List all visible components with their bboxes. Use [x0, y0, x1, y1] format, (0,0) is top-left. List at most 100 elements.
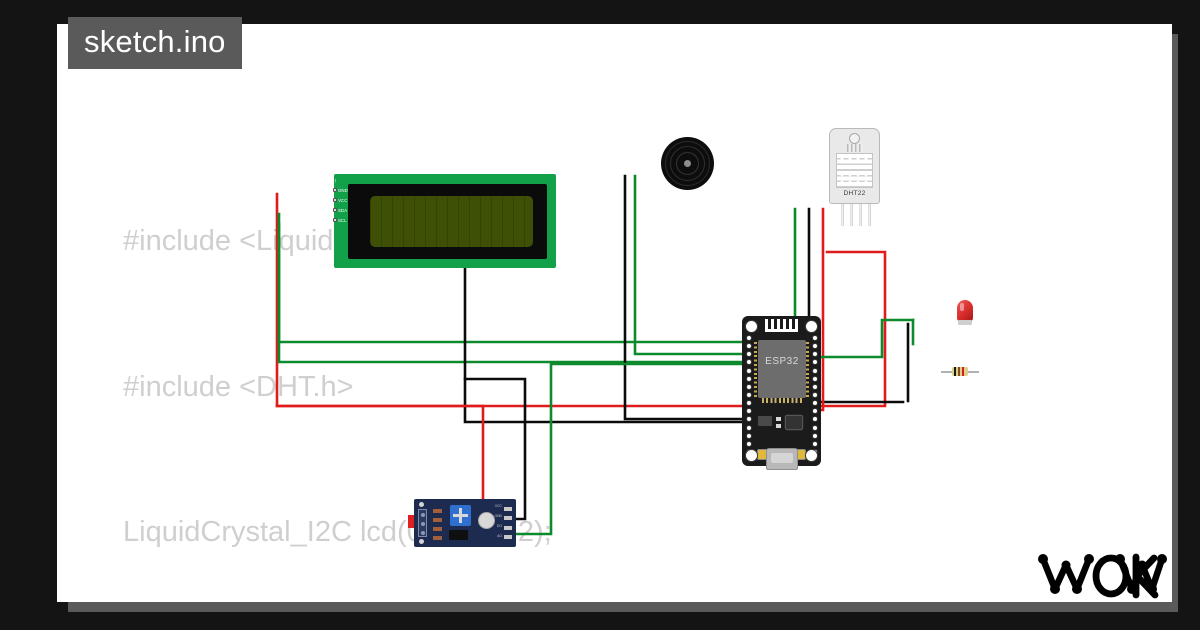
esp32-pin[interactable] — [811, 335, 818, 341]
esp32-pin[interactable] — [811, 343, 818, 350]
sound-sensor-microphone — [478, 512, 495, 529]
code-line: LiquidCrystal_I2C lcd(0x27,16,2); — [123, 516, 552, 548]
sound-sensor-header-pin — [421, 513, 425, 517]
sound-sensor-pin-label: VCC — [494, 504, 502, 508]
file-tab-sketch-ino[interactable]: sketch.ino — [68, 17, 242, 69]
esp32-pin[interactable] — [745, 424, 752, 431]
component-esp32-devkit[interactable]: ESP32 — [742, 316, 821, 470]
sound-sensor-resistor — [433, 527, 442, 531]
wire-buzzer-gnd — [623, 174, 749, 421]
lcd-pin-label: SCL — [338, 217, 347, 223]
esp32-pin[interactable] — [811, 400, 818, 407]
esp32-pin[interactable] — [745, 375, 752, 382]
esp32-pin[interactable] — [811, 383, 818, 390]
sound-sensor-resistor — [433, 536, 442, 540]
esp32-pin[interactable] — [811, 432, 818, 439]
esp32-pin[interactable] — [745, 351, 752, 358]
esp32-pin[interactable] — [745, 343, 752, 350]
sound-sensor-resistor — [433, 509, 442, 513]
esp32-smd-component — [776, 417, 781, 421]
resistor-lead — [967, 371, 979, 373]
sound-sensor-pad[interactable] — [504, 525, 512, 530]
buzzer-ring — [676, 152, 699, 175]
sound-sensor-mount-hole — [419, 539, 424, 544]
buzzer-ring — [665, 141, 710, 186]
sound-sensor-pad[interactable] — [504, 507, 512, 511]
wire-buzzer-signal — [633, 174, 749, 356]
esp32-chip-label: ESP32 — [765, 356, 799, 367]
sound-sensor-trimmer-potentiometer[interactable] — [450, 505, 471, 526]
component-led-red[interactable] — [957, 300, 973, 326]
code-editor-text: #include <LiquidCrystal_I2C.h> #include … — [123, 120, 763, 602]
esp32-pin[interactable] — [745, 335, 752, 341]
lcd-screen — [370, 196, 533, 247]
lcd-bezel — [348, 184, 547, 259]
led-bulb — [957, 300, 973, 322]
buzzer-sound-hole — [684, 160, 691, 167]
lcd-pin-label: VCC — [338, 197, 348, 203]
esp32-pin[interactable] — [811, 391, 818, 398]
lcd-pin-header: ! GND VCC SDA SCL — [333, 179, 348, 225]
lcd-pin-dot — [333, 208, 337, 212]
esp32-pin-header-right[interactable] — [810, 334, 819, 456]
sound-sensor-pad[interactable] — [504, 534, 512, 539]
esp32-pin[interactable] — [811, 359, 818, 366]
lcd-pin-dot — [333, 198, 337, 202]
esp32-pin[interactable] — [745, 408, 752, 415]
lcd-pin-marker: ! — [335, 179, 337, 185]
esp32-pin[interactable] — [811, 408, 818, 415]
esp32-pin[interactable] — [811, 416, 818, 423]
esp32-pin[interactable] — [811, 424, 818, 431]
lcd-pin-scl: SCL — [333, 215, 347, 225]
sound-sensor-pin-label: GND — [494, 514, 502, 518]
led-highlight — [960, 303, 964, 311]
sound-sensor-indicator-led — [408, 515, 414, 528]
esp32-pin[interactable] — [745, 416, 752, 423]
esp32-pin-header-left[interactable] — [744, 334, 753, 456]
dht22-grille-holes — [837, 154, 872, 187]
component-resistor[interactable] — [941, 367, 979, 376]
component-dht22[interactable]: DHT22 — [829, 128, 880, 226]
component-buzzer[interactable] — [661, 137, 714, 190]
dht22-grille — [836, 153, 873, 188]
code-line: #include <DHT.h> — [123, 370, 354, 403]
esp32-pin[interactable] — [811, 440, 818, 447]
esp32-pin[interactable] — [811, 367, 818, 374]
esp32-shield-pads — [762, 398, 802, 403]
sound-sensor-resistor — [433, 518, 442, 522]
esp32-pin[interactable] — [745, 383, 752, 390]
sound-sensor-comparator-ic — [449, 530, 468, 540]
esp32-mount-hole — [805, 449, 818, 462]
lcd-pin-vcc: VCC — [333, 195, 348, 205]
esp32-mount-hole — [805, 320, 818, 333]
component-sound-sensor[interactable]: VCC GND DO AO — [408, 499, 516, 547]
lcd-pin-label: GND — [338, 187, 348, 193]
sound-sensor-pin-pads[interactable] — [504, 507, 512, 539]
lcd-pin-gnd: GND — [333, 185, 348, 195]
component-lcd1602[interactable]: ! GND VCC SDA SCL — [333, 174, 556, 268]
wire-lcd-scl — [277, 222, 759, 364]
esp32-pin[interactable] — [745, 359, 752, 366]
esp32-pin[interactable] — [745, 400, 752, 407]
sound-sensor-pad[interactable] — [504, 516, 512, 521]
dht22-label: DHT22 — [843, 190, 866, 197]
esp32-pin[interactable] — [745, 432, 752, 439]
esp32-mount-hole — [745, 320, 758, 333]
dht22-vent-slots — [846, 144, 863, 152]
esp32-pin[interactable] — [811, 351, 818, 358]
esp32-voltage-regulator — [758, 416, 772, 426]
esp32-pcb-antenna — [765, 319, 798, 332]
esp32-pin[interactable] — [745, 440, 752, 447]
esp32-usb-uart-chip — [786, 416, 802, 429]
lcd-pin-dot — [333, 188, 337, 192]
wokwi-logo — [1035, 543, 1172, 602]
esp32-pin[interactable] — [745, 367, 752, 374]
wokwi-logo-svg — [1038, 553, 1167, 599]
esp32-pin[interactable] — [811, 375, 818, 382]
esp32-pin[interactable] — [745, 391, 752, 398]
dht22-leg — [841, 204, 844, 226]
lcd-pin-label: SDA — [338, 207, 348, 213]
sound-sensor-header-pin — [421, 531, 425, 535]
esp32-smd-component — [776, 424, 781, 428]
sketch-canvas: #include <LiquidCrystal_I2C.h> #include … — [57, 24, 1172, 602]
